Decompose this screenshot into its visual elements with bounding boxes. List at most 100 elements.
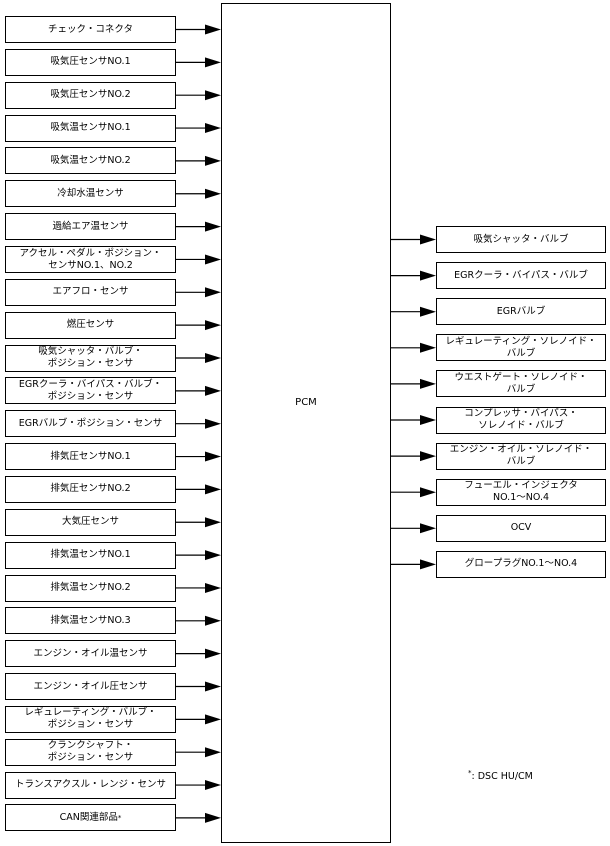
output-label: ウエストゲート・ソレノイド・ バルブ (454, 371, 588, 395)
input-box: 排気温センサNO.2 (5, 574, 176, 602)
input-arrow (176, 353, 221, 363)
input-label: 排気温センサNO.1 (50, 549, 131, 561)
input-arrow (176, 451, 221, 462)
input-label: 吸気温センサNO.2 (50, 154, 131, 166)
input-arrow (176, 123, 221, 134)
input-arrow (176, 648, 221, 659)
input-box: レギュレーティング・バルブ・ ポジション・センサ (5, 705, 176, 733)
input-arrow (176, 714, 221, 725)
input-box: 吸気圧センサNO.1 (5, 48, 176, 76)
input-box: 大気圧センサ (5, 508, 176, 536)
input-label: 吸気圧センサNO.1 (50, 56, 131, 68)
input-label: 冷却水温センサ (57, 187, 124, 199)
output-box: EGRクーラ・バイパス・バルブ (436, 262, 606, 290)
input-arrow (176, 385, 221, 396)
input-arrow (176, 681, 221, 692)
input-arrow (176, 582, 221, 593)
pcm-block (221, 3, 391, 843)
output-box: OCV (436, 514, 606, 542)
input-label: クランクシャフト・ ポジション・センサ (47, 740, 134, 764)
output-label: OCV (510, 522, 532, 534)
output-label: エンジン・オイル・ソレノイド・ バルブ (449, 444, 593, 468)
output-box: 吸気シャッタ・バルブ (436, 226, 606, 253)
output-label: フューエル・インジェクタ NO.1～NO.4 (464, 480, 578, 504)
output-box: グロープラグNO.1～NO.4 (436, 550, 606, 578)
output-arrow (391, 378, 436, 389)
input-label: チェック・コネクタ (48, 23, 133, 35)
input-box: エンジン・オイル温センサ (5, 640, 176, 668)
input-box: エンジン・オイル圧センサ (5, 673, 176, 700)
output-box: レギュレーティング・ソレノイド・ バルブ (436, 334, 606, 362)
input-label: 大気圧センサ (61, 516, 119, 528)
input-arrow (176, 615, 221, 626)
input-arrow (176, 747, 221, 758)
input-box: 吸気温センサNO.2 (5, 147, 176, 175)
output-arrow (391, 487, 436, 498)
output-label: EGRクーラ・バイパス・バルブ (454, 269, 588, 281)
output-arrow (391, 523, 436, 534)
output-arrow (391, 306, 436, 317)
input-arrow (176, 517, 221, 528)
pcm-label: PCM (295, 397, 317, 408)
output-arrow (391, 342, 436, 353)
input-arrow (176, 780, 221, 791)
input-arrow (176, 57, 221, 68)
input-box: EGRバルブ・ポジション・センサ (5, 410, 176, 438)
input-arrow (176, 90, 221, 101)
output-arrow (391, 270, 436, 281)
input-label: EGRクーラ・バイパス・バルブ・ ポジション・センサ (18, 378, 163, 402)
output-box: フューエル・インジェクタ NO.1～NO.4 (436, 478, 606, 506)
input-label: CAN関連部品 (59, 811, 118, 823)
output-arrow (391, 415, 436, 425)
input-label: アクセル・ペダル・ポジション・ センサNO.1、NO.2 (19, 247, 162, 271)
input-box: 排気温センサNO.3 (5, 607, 176, 635)
input-label: 燃圧センサ (66, 319, 115, 331)
input-label: 排気圧センサNO.2 (50, 483, 131, 495)
input-arrow (176, 155, 221, 166)
input-box: チェック・コネクタ (5, 16, 176, 43)
input-arrow (176, 418, 221, 429)
output-arrow (391, 451, 436, 462)
input-label: 吸気温センサNO.1 (50, 122, 131, 134)
input-box: 冷却水温センサ (5, 180, 176, 208)
output-arrow (391, 234, 436, 245)
input-label: 排気温センサNO.3 (50, 614, 131, 626)
input-arrow (176, 287, 221, 298)
input-arrow (176, 24, 221, 35)
output-label: グロープラグNO.1～NO.4 (464, 558, 578, 570)
input-arrow (176, 221, 221, 232)
input-label: 吸気シャッタ・バルブ・ ポジション・センサ (38, 346, 143, 369)
output-box: エンジン・オイル・ソレノイド・ バルブ (436, 442, 606, 470)
input-box: 吸気シャッタ・バルブ・ ポジション・センサ (5, 344, 176, 372)
input-arrow (176, 320, 221, 331)
input-label: エンジン・オイル温センサ (33, 647, 148, 659)
output-label: EGRバルブ (496, 305, 546, 317)
input-label: レギュレーティング・バルブ・ ポジション・センサ (24, 707, 157, 731)
input-box: 吸気温センサNO.1 (5, 114, 176, 142)
footnote: *: DSC HU/CM (468, 769, 533, 782)
input-box: アクセル・ペダル・ポジション・ センサNO.1、NO.2 (5, 246, 176, 273)
output-label: 吸気シャッタ・バルブ (473, 233, 569, 245)
input-box: 排気圧センサNO.2 (5, 475, 176, 503)
input-note-mark: * (117, 813, 122, 822)
input-arrow (176, 812, 221, 823)
input-box: CAN関連部品* (5, 804, 176, 832)
input-label: 排気温センサNO.2 (50, 582, 131, 593)
input-label: エンジン・オイル圧センサ (33, 680, 148, 692)
input-label: 過給エア温センサ (52, 220, 129, 232)
output-box: ウエストゲート・ソレノイド・ バルブ (436, 370, 606, 398)
input-box: エアフロ・センサ (5, 278, 176, 306)
input-arrow (176, 188, 221, 199)
input-box: EGRクーラ・バイパス・バルブ・ ポジション・センサ (5, 377, 176, 405)
input-box: 排気圧センサNO.1 (5, 443, 176, 471)
input-box: 燃圧センサ (5, 311, 176, 339)
input-label: 排気圧センサNO.1 (50, 450, 131, 462)
input-label: 吸気圧センサNO.2 (50, 89, 131, 101)
output-box: EGRバルブ (436, 298, 606, 326)
input-box: 吸気圧センサNO.2 (5, 81, 176, 109)
input-label: EGRバルブ・ポジション・センサ (18, 417, 163, 429)
input-box: トランスアクスル・レンジ・センサ (5, 771, 176, 799)
input-box: 排気温センサNO.1 (5, 541, 176, 569)
input-label: エアフロ・センサ (52, 286, 129, 298)
